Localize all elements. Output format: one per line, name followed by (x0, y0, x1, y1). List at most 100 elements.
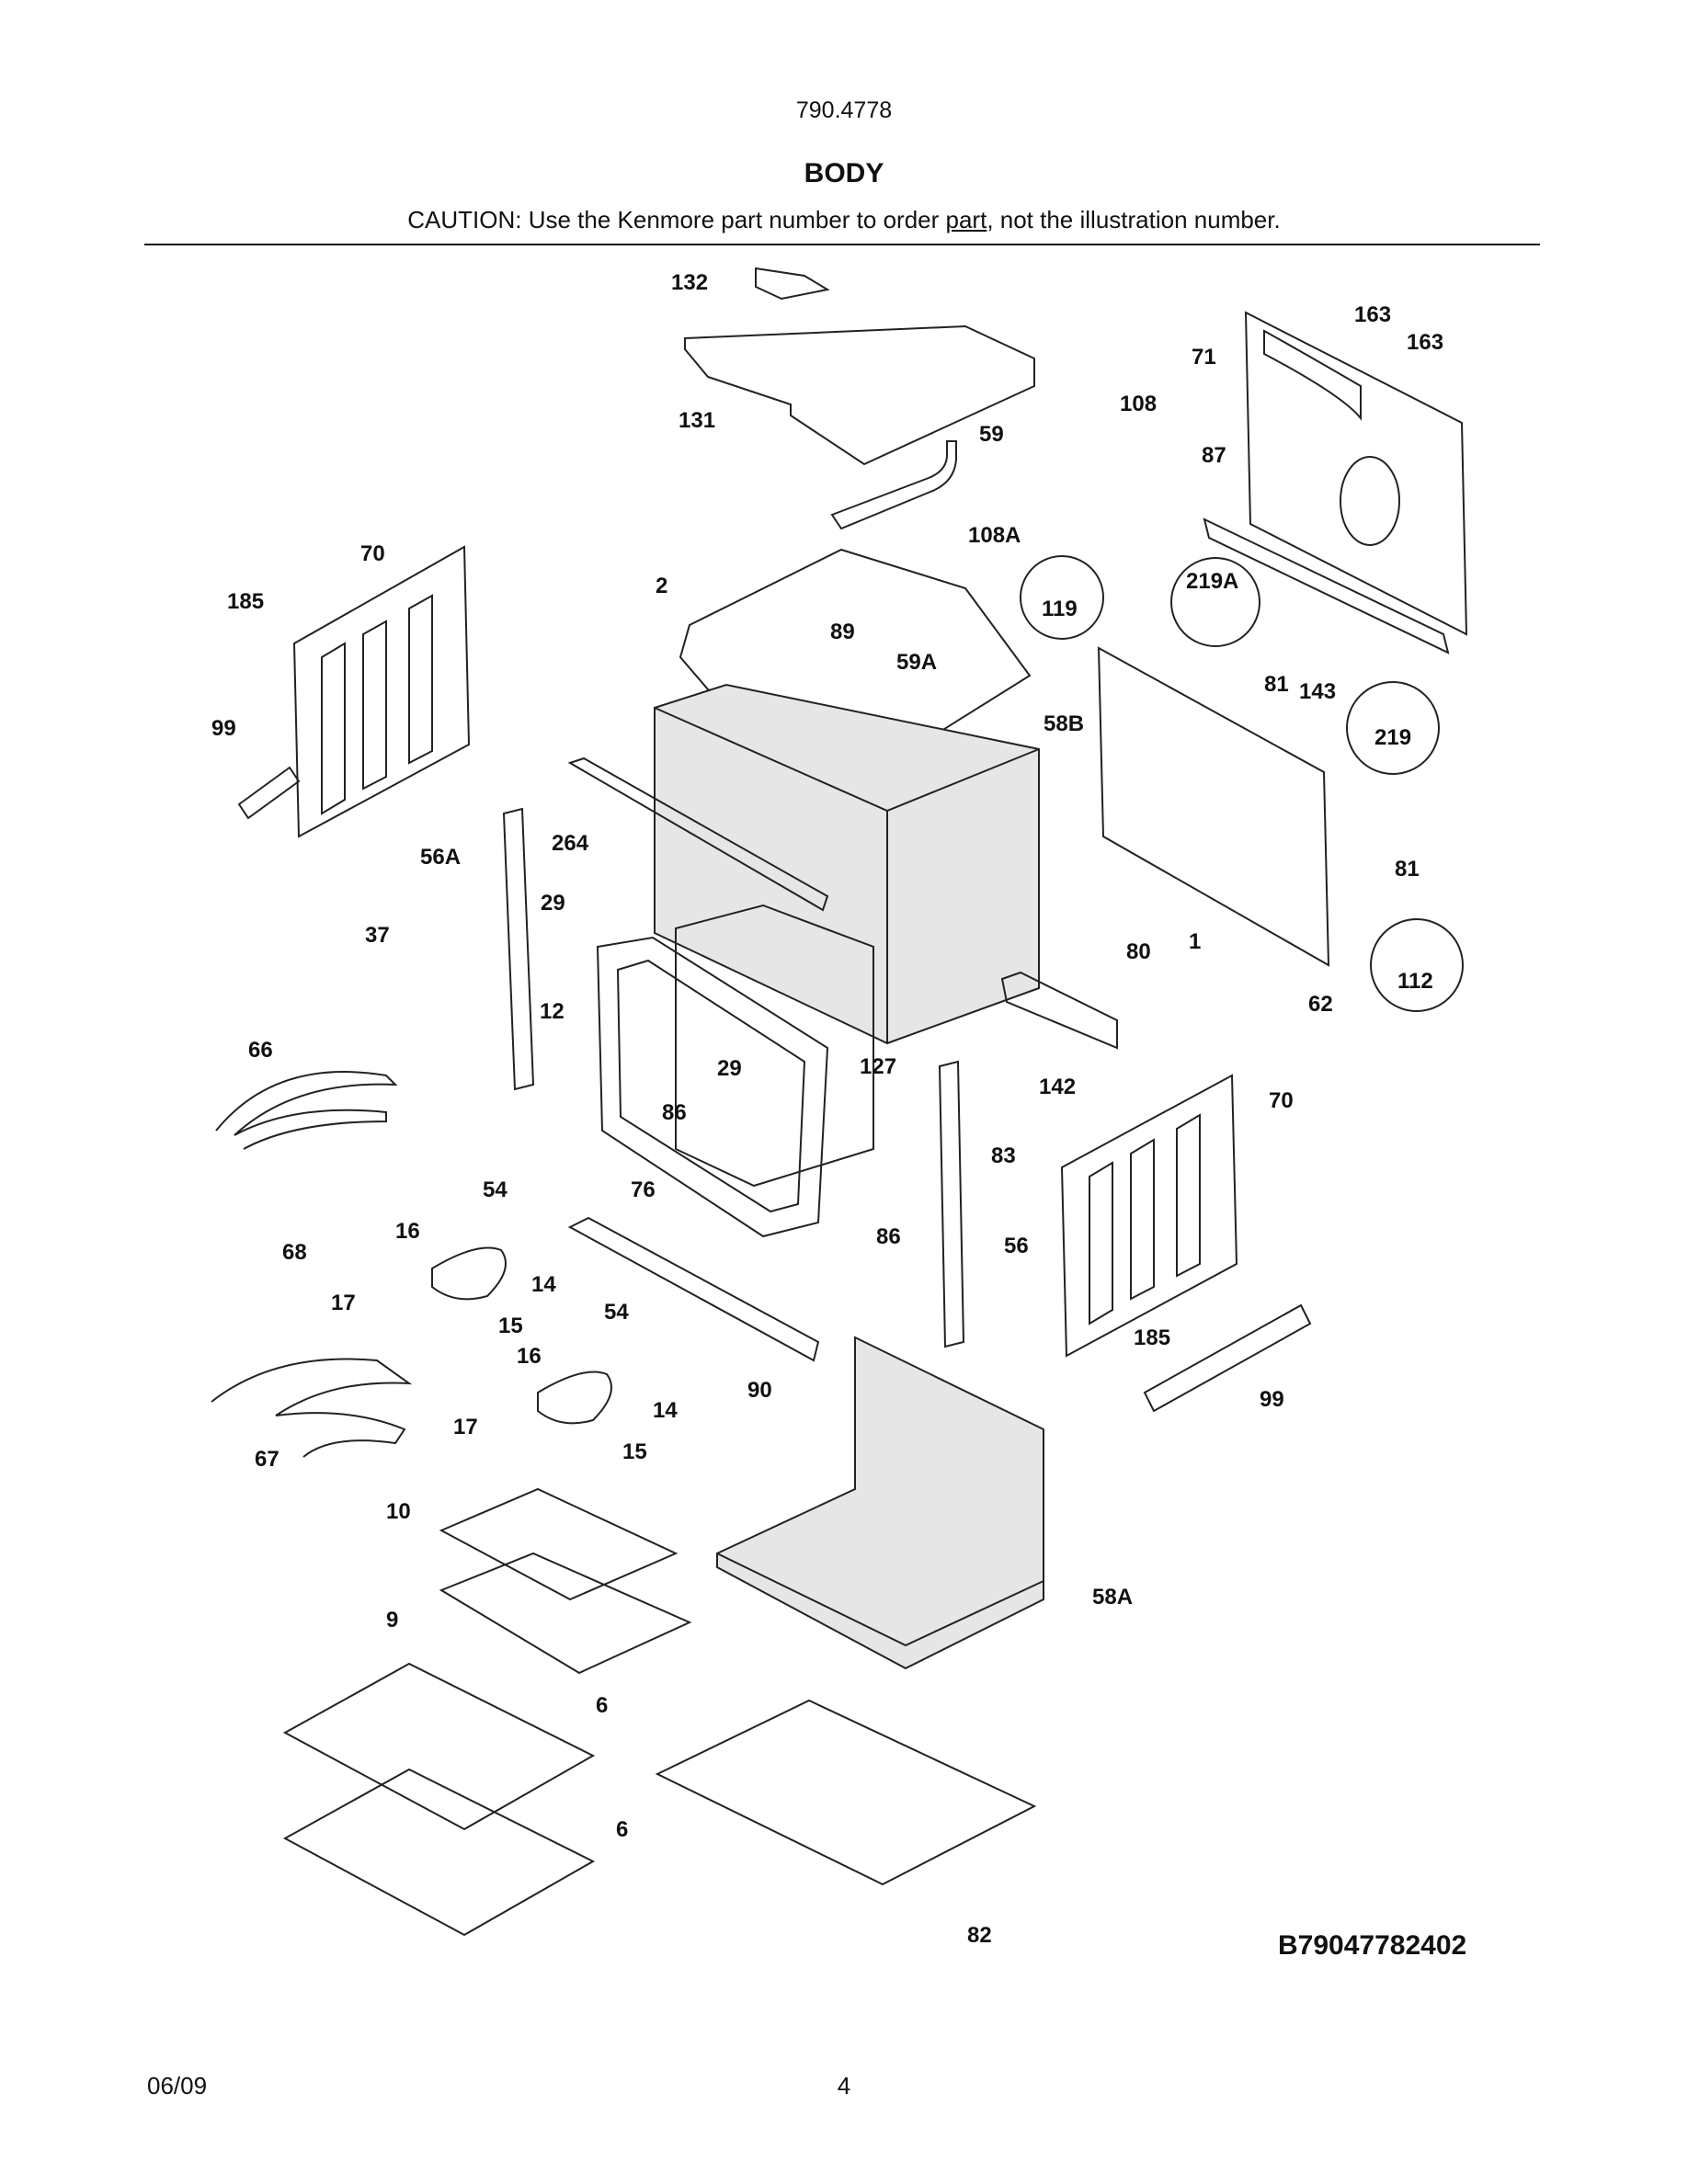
callout-142: 142 (1039, 1075, 1076, 1099)
part-rail-87 (1203, 518, 1450, 654)
callout-58B: 58B (1044, 711, 1084, 736)
callout-15-b: 15 (622, 1439, 647, 1464)
callout-59A: 59A (896, 650, 937, 675)
callout-70-right: 70 (1269, 1088, 1294, 1113)
part-rear-wall (1097, 646, 1330, 967)
callout-89: 89 (830, 620, 855, 644)
part-bake-element (211, 1358, 413, 1458)
part-oven-rack-upper (282, 1662, 596, 1831)
callout-37: 37 (365, 923, 390, 948)
part-access-plate (755, 267, 830, 301)
callout-14-b: 14 (653, 1398, 678, 1423)
callout-54-a: 54 (483, 1177, 508, 1202)
part-oven-floor (716, 1336, 1044, 1670)
callout-86-b: 86 (876, 1224, 901, 1249)
callout-108: 108 (1120, 392, 1157, 416)
part-rail-264 (567, 756, 829, 912)
part-broiler-pan (439, 1552, 692, 1675)
callout-132: 132 (671, 270, 708, 295)
page-title: BODY (804, 158, 884, 188)
callout-71: 71 (1192, 345, 1216, 370)
callout-80: 80 (1126, 939, 1151, 964)
callout-86-a: 86 (662, 1100, 687, 1125)
part-lamp-upper (431, 1246, 507, 1301)
callout-59: 59 (979, 422, 1004, 447)
caution-note: CAUTION: Use the Kenmore part number to … (0, 206, 1688, 234)
footer-date: 06/09 (147, 2072, 208, 2099)
callout-185-right: 185 (1134, 1325, 1170, 1350)
callout-56: 56 (1004, 1234, 1029, 1258)
callout-54-b: 54 (604, 1300, 629, 1325)
callout-90: 90 (747, 1378, 772, 1403)
callout-112: 112 (1397, 969, 1433, 994)
part-rail-56a (502, 807, 535, 1091)
callout-108A: 108A (968, 523, 1021, 548)
part-top-cover (684, 324, 1035, 466)
callout-143: 143 (1299, 679, 1336, 704)
part-broil-element (215, 1071, 398, 1150)
detail-circle-112 (1370, 918, 1464, 1012)
callout-127: 127 (860, 1054, 896, 1079)
callout-12: 12 (540, 999, 565, 1024)
callout-87: 87 (1202, 443, 1226, 468)
part-side-panel-left (292, 545, 471, 838)
callout-66: 66 (248, 1038, 273, 1063)
callout-264: 264 (552, 831, 589, 856)
callout-6-a: 6 (596, 1693, 608, 1718)
part-oven-rack-lower (282, 1768, 596, 1937)
detail-circle-219A (1170, 557, 1260, 647)
callout-9: 9 (386, 1608, 398, 1632)
caution-text-suffix: , not the illustration number. (987, 206, 1281, 233)
callout-185-left: 185 (227, 589, 264, 614)
part-lamp-lower (537, 1371, 612, 1425)
page-number: 4 (837, 2072, 851, 2099)
part-back-panel (1244, 311, 1468, 636)
callout-58A: 58A (1092, 1585, 1133, 1610)
callout-219A: 219A (1186, 569, 1238, 594)
part-vent-tube (830, 440, 957, 530)
callout-99-right: 99 (1260, 1387, 1284, 1412)
detail-circle-219 (1346, 681, 1440, 775)
callout-16-a: 16 (395, 1219, 420, 1244)
callout-163-a: 163 (1354, 302, 1391, 327)
callout-119: 119 (1042, 597, 1078, 621)
header-divider (144, 244, 1540, 245)
callout-70-left: 70 (360, 541, 385, 566)
callout-6-b: 6 (616, 1817, 628, 1842)
callout-99-left: 99 (211, 716, 236, 741)
part-oven-box (654, 683, 1040, 1045)
callout-15-a: 15 (498, 1314, 523, 1338)
callout-219: 219 (1374, 725, 1411, 750)
caution-text-prefix: CAUTION: Use the Kenmore part number to … (407, 206, 946, 233)
callout-17-b: 17 (453, 1415, 478, 1439)
callout-17-a: 17 (331, 1291, 356, 1315)
callout-10: 10 (386, 1499, 411, 1524)
callout-56A: 56A (420, 845, 461, 870)
part-oven-liner (675, 904, 874, 1188)
callout-62: 62 (1308, 992, 1333, 1017)
callout-29-b: 29 (717, 1056, 742, 1081)
callout-76: 76 (631, 1177, 656, 1202)
part-trim-142 (1000, 971, 1118, 1050)
part-side-bracket-right (1143, 1303, 1312, 1413)
callout-81-b: 81 (1395, 857, 1420, 882)
callout-82: 82 (967, 1923, 992, 1948)
part-broiler-grid (439, 1487, 679, 1601)
callout-67: 67 (255, 1447, 279, 1472)
callout-2: 2 (656, 574, 667, 598)
callout-68: 68 (282, 1240, 307, 1265)
callout-131: 131 (679, 408, 715, 433)
detail-circle-119 (1020, 555, 1104, 640)
callout-163-b: 163 (1407, 330, 1443, 355)
part-side-panel-right (1060, 1074, 1238, 1358)
callout-1: 1 (1189, 929, 1201, 954)
part-bottom-tray (655, 1699, 1037, 1886)
callout-16-b: 16 (517, 1344, 542, 1369)
callout-83: 83 (991, 1143, 1016, 1168)
diagram-code: B79047782402 (1278, 1930, 1467, 1961)
part-side-bracket-left (237, 766, 301, 820)
part-door-bottom-trim-90 (567, 1216, 820, 1362)
part-oven-top-panel (679, 548, 1032, 769)
part-door-frame (596, 936, 829, 1238)
